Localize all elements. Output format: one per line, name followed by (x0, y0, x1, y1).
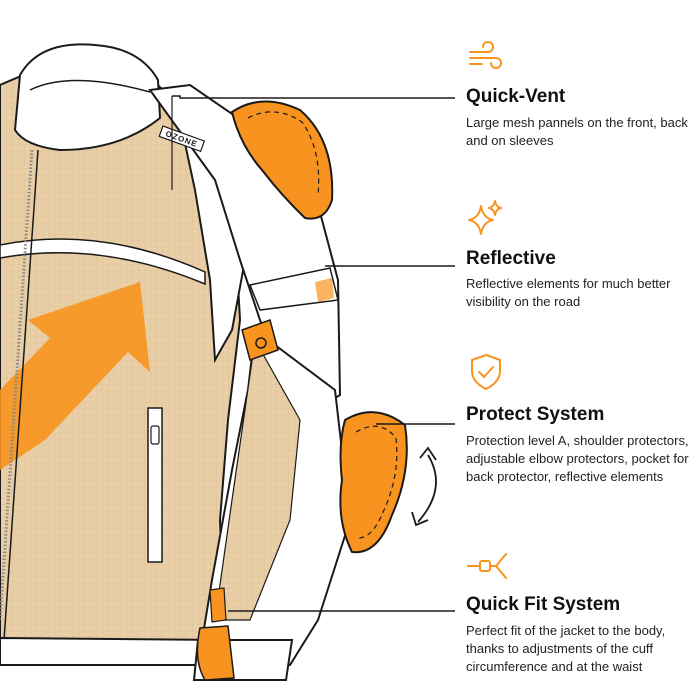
feature-description: Reflective elements for much better visi… (466, 276, 671, 309)
feature-reflective: Reflective Reflective elements for much … (466, 198, 691, 318)
sleeve-band (248, 267, 339, 311)
feature-quick-vent: Quick-Vent Large mesh pannels on the fro… (466, 38, 691, 158)
cuff-adjuster (196, 625, 235, 681)
elbow-protector (339, 411, 408, 554)
waist-band (0, 636, 226, 666)
zipper-line (3, 149, 39, 641)
collar (13, 43, 162, 152)
callout-line-quick-vent (172, 95, 455, 99)
feature-description: Protection level A, shoulder protectors,… (466, 433, 689, 484)
chest-stripe (0, 238, 206, 286)
airflow-arrow (0, 282, 150, 470)
waist-adjuster (209, 587, 227, 623)
elbow-protector-stitch (355, 425, 398, 539)
feature-title: Protect System (466, 404, 605, 425)
feature-protect-system: Protect System Protection level A, shoul… (466, 352, 691, 512)
sleeve-tab (241, 319, 279, 361)
adjust-arrow-head-top (419, 446, 437, 461)
shoulder-protector-stitch (247, 111, 320, 197)
tab-snap (255, 337, 267, 349)
sleeve-band-reflective (315, 278, 334, 302)
adjust-arrow-head-bottom (411, 511, 429, 527)
zipper-teeth (0, 149, 34, 621)
adjust-arrow (417, 454, 437, 523)
feature-title: Quick Fit System (466, 594, 621, 615)
feature-description: Large mesh pannels on the front, back an… (466, 115, 688, 148)
cuff-adjuster-icon (467, 553, 507, 579)
sleeve-mesh-strip (214, 338, 301, 621)
wind-icon (469, 41, 502, 69)
pocket-zip-pull (150, 425, 160, 445)
shield-check-icon (471, 354, 501, 390)
collar-inner (29, 79, 151, 93)
sparkle-icon (468, 200, 502, 235)
feature-description: Perfect fit of the jacket to the body, t… (466, 623, 666, 674)
feature-quick-fit-system: Quick Fit System Perfect fit of the jack… (466, 546, 691, 686)
feature-title: Quick-Vent (466, 86, 566, 107)
pocket-zip (147, 407, 163, 563)
feature-title: Reflective (466, 248, 556, 269)
